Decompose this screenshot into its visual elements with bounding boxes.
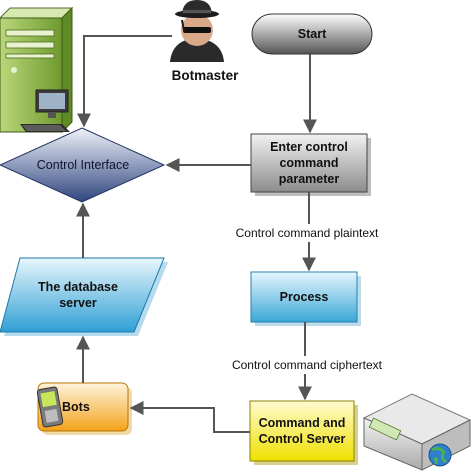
database-label: The database server <box>38 280 118 310</box>
bots-label: Bots <box>62 400 90 414</box>
server-globe-icon <box>362 393 472 471</box>
hacker-icon <box>170 0 224 62</box>
desktop-computer-icon <box>0 6 74 134</box>
mobile-phone-icon <box>36 386 64 428</box>
start-label: Start <box>297 27 327 41</box>
edge-label-plaintext: Control command plaintext <box>216 224 398 242</box>
process-node <box>250 271 358 323</box>
edge-label-ciphertext: Control command ciphertext <box>212 356 402 374</box>
process-label: Process <box>279 290 329 304</box>
enter-parameter-label: Enter control command parameter <box>270 140 348 186</box>
control-interface-node <box>0 127 166 203</box>
botmaster-label: Botmaster <box>171 68 239 83</box>
arrow-botmaster-to-interface <box>77 35 172 128</box>
arrow-server-to-bots <box>129 401 250 433</box>
enter-parameter-node <box>250 133 368 193</box>
start-node <box>251 13 373 55</box>
database-node <box>0 257 165 333</box>
cc-server-node <box>249 400 355 462</box>
control-interface-label: Control Interface <box>36 158 130 172</box>
cc-server-label: Command and Control Server <box>258 416 346 446</box>
